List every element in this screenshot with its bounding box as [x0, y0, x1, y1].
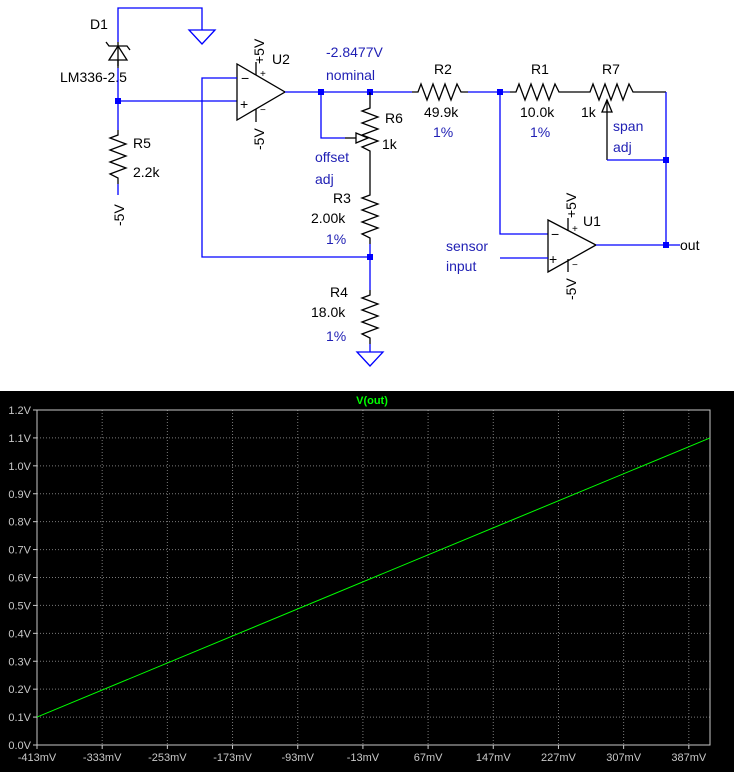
u1-plus-sign: + — [549, 251, 557, 267]
y-tick-label: 1.0V — [8, 461, 31, 473]
r1-value: 10.0k — [520, 104, 555, 120]
r6-ref: R6 — [385, 110, 403, 126]
r5-value: 2.2k — [133, 164, 160, 180]
r4-value: 18.0k — [311, 304, 346, 320]
x-tick-label: 387mV — [671, 752, 707, 764]
u1-minus-sign: − — [551, 226, 559, 242]
u2-ref: U2 — [272, 51, 290, 67]
ground-symbol-r4 — [355, 344, 385, 367]
r3-resistor — [360, 190, 380, 244]
y-tick-label: 0.8V — [8, 517, 31, 529]
r6-value: 1k — [382, 136, 398, 152]
x-tick-label: -253mV — [148, 752, 187, 764]
x-tick-label: -173mV — [213, 752, 252, 764]
r7-value: 1k — [581, 104, 597, 120]
r4-resistor — [360, 290, 380, 344]
r3-ref: R3 — [333, 190, 351, 206]
x-tick-label: -93mV — [282, 752, 315, 764]
nominal-voltage: -2.8477V — [326, 44, 383, 60]
junction-dot — [367, 254, 373, 260]
r7-ref: R7 — [602, 61, 620, 77]
x-axis-ticks: -413mV -333mV -253mV -173mV -93mV -13mV 67mV 14… — [18, 745, 707, 764]
r7-potentiometer — [574, 82, 666, 160]
y-axis-ticks: 0.0V 0.1V 0.2V 0.3V 0.4V 0.5V 0.6V 0.7V 0.8V 0.9V… — [8, 405, 37, 752]
waveform-plot: 0.0V 0.1V 0.2V 0.3V 0.4V 0.5V 0.6V 0.7V 0.8V 0.9V… — [0, 391, 734, 772]
x-tick-label: -333mV — [83, 752, 122, 764]
y-tick-label: 0.6V — [8, 573, 31, 585]
series-line-vout — [36, 437, 711, 718]
r6-potentiometer — [345, 92, 380, 160]
span-label: span — [613, 118, 643, 134]
plot-grid — [37, 410, 710, 745]
out-label: out — [680, 237, 700, 253]
input-label: input — [446, 258, 476, 274]
r1-tolerance: 1% — [530, 124, 550, 140]
d1-part: LM336-2.5 — [60, 69, 127, 85]
y-tick-label: 0.1V — [8, 712, 31, 724]
d1-ref: D1 — [90, 16, 108, 32]
x-tick-label: 227mV — [541, 752, 577, 764]
u2-vpos-pin-sign: + — [260, 69, 266, 80]
y-tick-label: 0.7V — [8, 545, 31, 557]
u1-vneg-pin-sign: − — [572, 260, 578, 271]
y-tick-label: 0.0V — [8, 740, 31, 752]
y-tick-label: 0.5V — [8, 600, 31, 612]
schematic: D1 LM336-2.5 R5 2.2k -5V − + + − U2 +5V … — [60, 7, 700, 367]
r3-tolerance: 1% — [326, 231, 346, 247]
r4-tolerance: 1% — [326, 328, 346, 344]
offset-adj-label: adj — [315, 171, 334, 187]
junction-dot — [115, 98, 121, 104]
r2-resistor — [412, 82, 468, 102]
plot-background — [0, 391, 734, 772]
u2-opamp: − + + − — [236, 62, 287, 122]
r1-resistor — [510, 82, 574, 102]
junction-dot — [663, 157, 669, 163]
u1-opamp: − + + − — [547, 218, 598, 274]
junction-dot — [663, 242, 669, 248]
x-tick-label: -413mV — [18, 752, 57, 764]
y-tick-label: 0.9V — [8, 489, 31, 501]
r3-value: 2.00k — [311, 210, 346, 226]
r2-ref: R2 — [434, 61, 452, 77]
r5-ref: R5 — [133, 135, 151, 151]
u1-vpos: +5V — [563, 192, 579, 218]
u2-vneg-pin-sign: − — [260, 105, 266, 116]
r5-resistor — [108, 130, 128, 184]
x-tick-label: 67mV — [414, 752, 443, 764]
u1-vpos-pin-sign: + — [572, 224, 578, 235]
u2-vpos: +5V — [251, 38, 267, 64]
u2-vneg: -5V — [251, 128, 267, 150]
r5-supply: -5V — [111, 204, 127, 226]
u2-minus-sign: − — [241, 70, 249, 86]
span-adj-label: adj — [613, 139, 632, 155]
y-tick-label: 1.2V — [8, 405, 31, 417]
plot-traces — [36, 437, 711, 718]
sensor-label: sensor — [446, 238, 488, 254]
r1-ref: R1 — [531, 61, 549, 77]
ground-symbol-d1 — [117, 7, 217, 45]
x-tick-label: 307mV — [606, 752, 642, 764]
offset-label: offset — [315, 149, 349, 165]
r2-value: 49.9k — [424, 104, 459, 120]
r4-ref: R4 — [330, 284, 348, 300]
u2-plus-sign: + — [240, 96, 248, 112]
nominal-label: nominal — [326, 67, 375, 83]
trace-title[interactable]: V(out) — [356, 395, 388, 407]
x-tick-label: -13mV — [347, 752, 380, 764]
r2-tolerance: 1% — [433, 124, 453, 140]
y-tick-label: 0.2V — [8, 684, 31, 696]
u1-ref: U1 — [583, 213, 601, 229]
d1-zener-diode — [105, 41, 131, 68]
y-tick-label: 1.1V — [8, 433, 31, 445]
x-tick-label: 147mV — [476, 752, 512, 764]
y-tick-label: 0.3V — [8, 656, 31, 668]
u1-vneg: -5V — [563, 278, 579, 300]
y-tick-label: 0.4V — [8, 628, 31, 640]
